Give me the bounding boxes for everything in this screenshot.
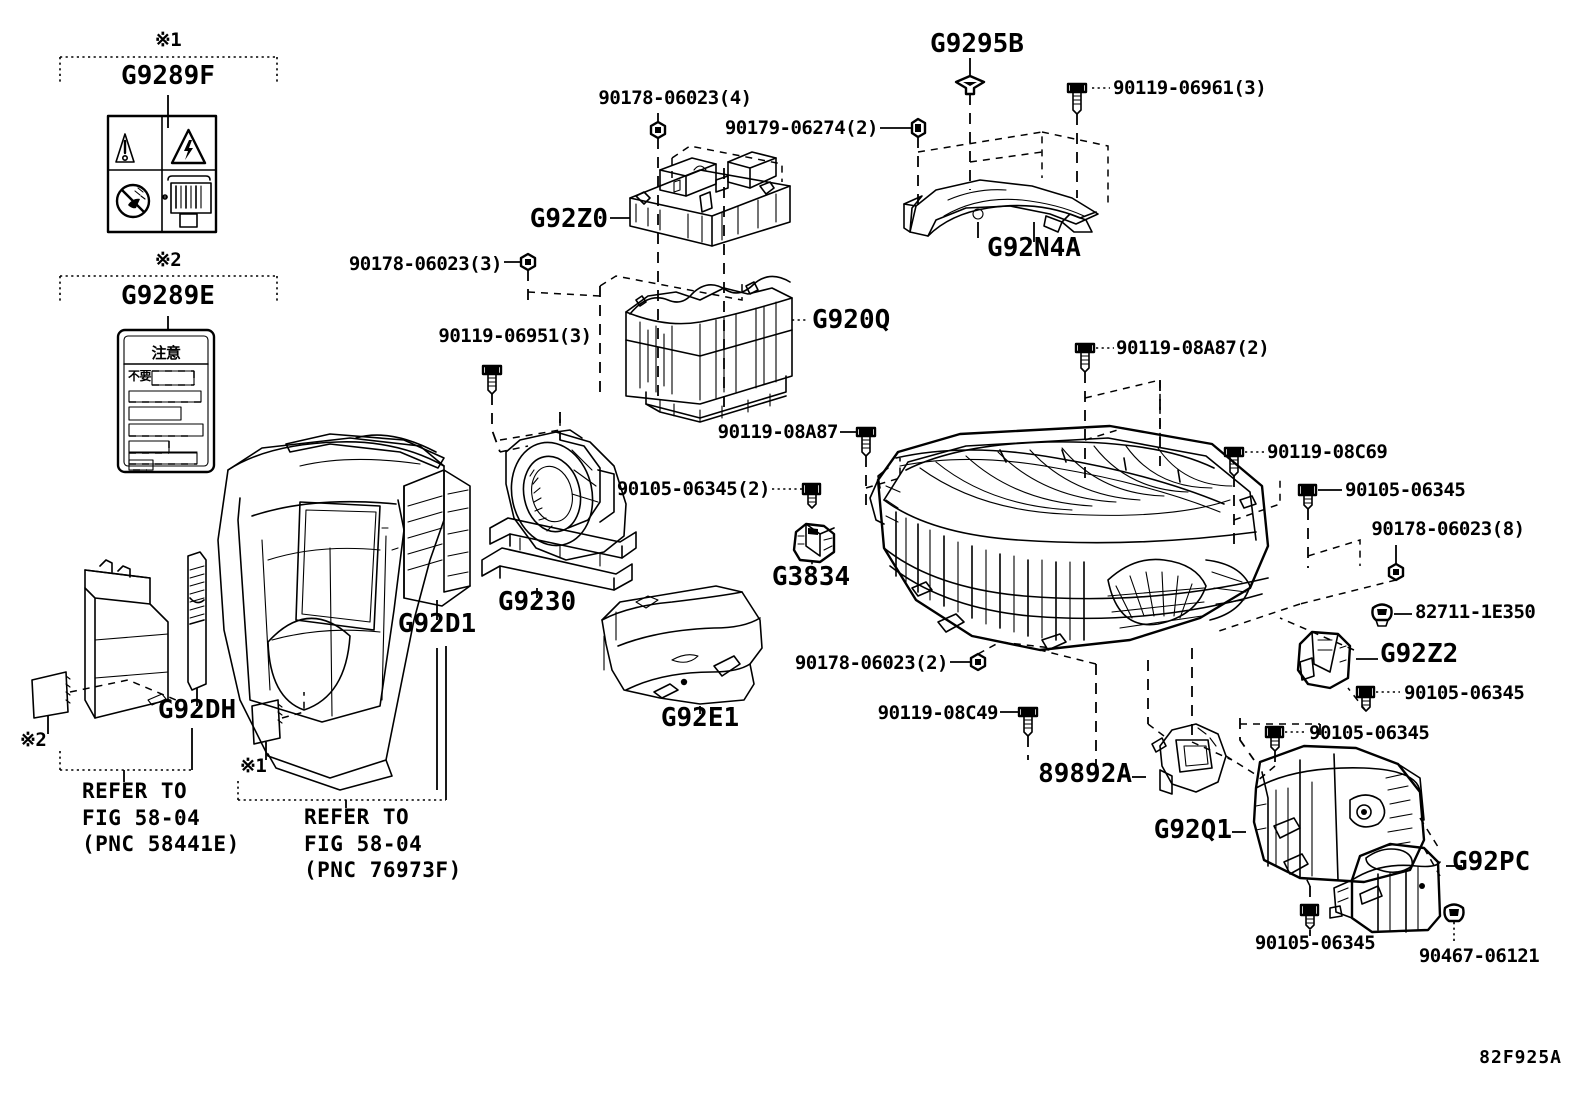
part-art-left-trim	[84, 551, 207, 719]
fastener-label-90178-06023-2[interactable]: 90178-06023(2)	[794, 652, 949, 674]
part-label-g92d1[interactable]: G92D1	[397, 609, 477, 639]
part-art-battery-pack	[869, 424, 1270, 652]
part-label-g92q1[interactable]: G92Q1	[1153, 815, 1232, 845]
part-art-89892a	[1132, 723, 1227, 795]
part-label-g9230[interactable]: G9230	[497, 587, 577, 617]
part-art-g92e1	[601, 585, 763, 714]
reference-note-76973f: REFER TO FIG 58-04 (PNC 76973F)	[304, 806, 462, 882]
warning-label-g9289f	[106, 114, 218, 234]
marker-note-2: ※2	[154, 249, 182, 271]
fastener-label-90119-08A87-2[interactable]: 90119-08A87(2)	[1116, 337, 1270, 359]
part-art-g92n4a	[903, 179, 1099, 238]
part-label-g9295b[interactable]: G9295B	[930, 29, 1024, 59]
marker-note-1-left: ※1	[240, 755, 267, 777]
part-art-g920q	[625, 275, 793, 423]
reference-line-1: REFER TO	[82, 779, 188, 803]
reference-note-58441e: REFER TO FIG 58-04 (PNC 58441E)	[82, 780, 240, 856]
fastener-label-90105-06345-89892a[interactable]: 90105-06345	[1309, 722, 1430, 744]
fastener-label-90178-06023-3[interactable]: 90178-06023(3)	[348, 253, 503, 275]
part-art-g92pc	[1329, 842, 1462, 934]
part-label-g92e1[interactable]: G92E1	[660, 703, 740, 733]
reference-line-3: (PNC 76973F)	[304, 858, 462, 883]
part-label-g92n4a[interactable]: G92N4A	[987, 233, 1081, 263]
fastener-label-90119-08A87[interactable]: 90119-08A87	[717, 421, 839, 443]
fastener-label-90105-06345-bottom[interactable]: 90105-06345	[1254, 932, 1376, 954]
part-art-g92z2	[1296, 630, 1378, 690]
fastener-label-90105-06345-2[interactable]: 90105-06345(2)	[616, 478, 771, 500]
fastener-label-90105-06345-g92z2[interactable]: 90105-06345	[1404, 682, 1525, 704]
fastener-label-90178-06023-8[interactable]: 90178-06023(8)	[1371, 518, 1525, 540]
reference-line-2: FIG 58-04	[304, 831, 423, 856]
fastener-label-90119-08C69[interactable]: 90119-08C69	[1267, 441, 1388, 463]
fastener-label-90178-06023-4[interactable]: 90178-06023(4)	[598, 87, 752, 109]
part-label-89892a[interactable]: 89892A	[1038, 759, 1132, 789]
fastener-label-90119-06951-3[interactable]: 90119-06951(3)	[438, 325, 592, 347]
figure-id: 82F925A	[1479, 1047, 1562, 1068]
fastener-label-90105-06345-upper[interactable]: 90105-06345	[1345, 479, 1466, 501]
part-art-g9230	[481, 429, 637, 598]
reference-line-1: REFER TO	[304, 805, 410, 829]
fastener-label-82711-1E350[interactable]: 82711-1E350	[1415, 601, 1536, 623]
part-label-g3834[interactable]: G3834	[771, 562, 851, 592]
caution-subtext-jp: 不要	[128, 369, 152, 383]
reference-line-3: (PNC 58441E)	[82, 832, 240, 857]
fastener-label-90179-06274-2[interactable]: 90179-06274(2)	[724, 117, 879, 139]
part-art-g92q1	[1232, 744, 1426, 884]
fastener-label-90119-08C49[interactable]: 90119-08C49	[877, 702, 999, 724]
part-label-g92pc[interactable]: G92PC	[1452, 847, 1531, 877]
reference-line-2: FIG 58-04	[82, 805, 201, 830]
part-label-g9289e[interactable]: G9289E	[121, 281, 215, 311]
marker-note-2-left: ※2	[20, 729, 47, 751]
marker-note-1: ※1	[154, 29, 182, 51]
fastener-glyphs	[481, 74, 1465, 930]
part-art-g92z0	[629, 151, 791, 247]
assembly-leader-lines	[504, 58, 1455, 944]
part-label-g92z0[interactable]: G92Z0	[529, 204, 608, 234]
caution-heading-jp: 注意	[151, 344, 181, 362]
part-label-g9289f[interactable]: G9289F	[121, 61, 215, 91]
part-label-g92dh[interactable]: G92DH	[157, 695, 237, 725]
part-label-g92z2[interactable]: G92Z2	[1380, 639, 1459, 669]
part-label-g920q[interactable]: G920Q	[812, 305, 891, 335]
fastener-label-90119-06961-3[interactable]: 90119-06961(3)	[1113, 77, 1267, 99]
fastener-label-90467-06121[interactable]: 90467-06121	[1418, 945, 1540, 967]
